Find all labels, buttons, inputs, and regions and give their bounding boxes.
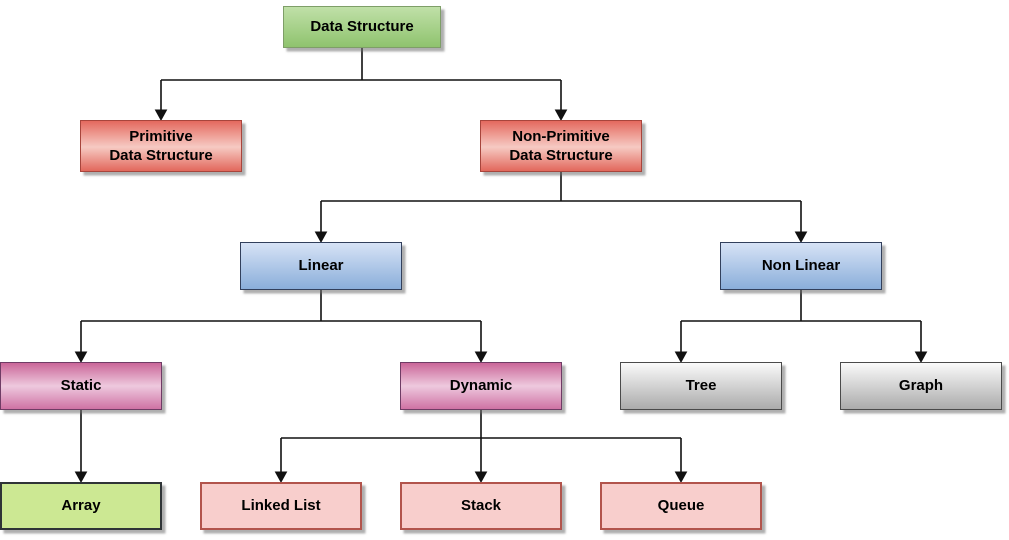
- node-data-structure: Data Structure: [283, 6, 441, 48]
- node-tree: Tree: [620, 362, 782, 410]
- node-static: Static: [0, 362, 162, 410]
- arrowhead-icon: [914, 351, 928, 364]
- node-linked-list: Linked List: [200, 482, 362, 530]
- node-array: Array: [0, 482, 162, 530]
- node-non-linear: Non Linear: [720, 242, 882, 290]
- arrowhead-icon: [154, 109, 168, 122]
- edge-dynamic-to-linkedlist-stack-queue: [274, 410, 688, 484]
- arrowhead-icon: [674, 471, 688, 484]
- arrowhead-icon: [474, 351, 488, 364]
- edge-static-to-array: [74, 410, 88, 484]
- node-linear: Linear: [240, 242, 402, 290]
- edge-nonlinear-to-tree-graph: [674, 290, 928, 364]
- arrowhead-icon: [474, 471, 488, 484]
- node-primitive-data-structure: Primitive Data Structure: [80, 120, 242, 172]
- node-queue: Queue: [600, 482, 762, 530]
- node-stack: Stack: [400, 482, 562, 530]
- node-dynamic: Dynamic: [400, 362, 562, 410]
- node-non-primitive-data-structure: Non-Primitive Data Structure: [480, 120, 642, 172]
- edge-root-to-primitive-nonprimitive: [154, 48, 568, 122]
- arrowhead-icon: [74, 351, 88, 364]
- edge-nonprimitive-to-linear-nonlinear: [314, 172, 808, 244]
- arrowhead-icon: [794, 231, 808, 244]
- arrowhead-icon: [314, 231, 328, 244]
- node-graph: Graph: [840, 362, 1002, 410]
- arrowhead-icon: [674, 351, 688, 364]
- arrowhead-icon: [554, 109, 568, 122]
- arrowhead-icon: [274, 471, 288, 484]
- arrowhead-icon: [74, 471, 88, 484]
- edge-linear-to-static-dynamic: [74, 290, 488, 364]
